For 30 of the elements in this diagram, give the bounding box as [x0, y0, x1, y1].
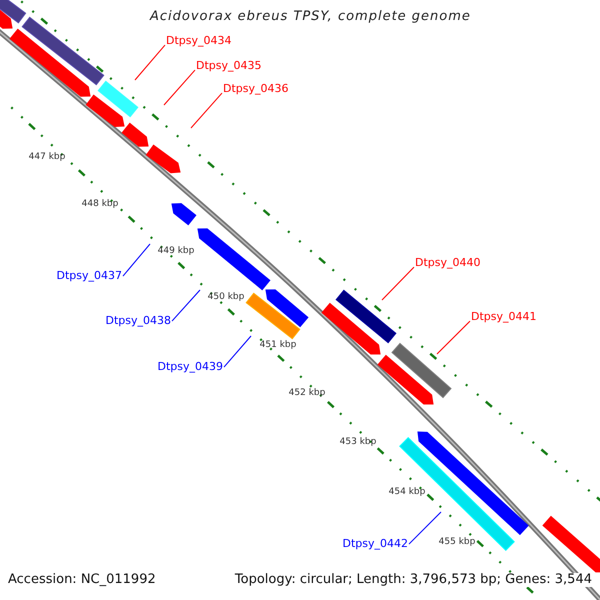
scale-label: 448 kbp — [80, 200, 120, 210]
scale-label: 450 kbp — [206, 293, 246, 303]
gene-label: Dtpsy_0440 — [415, 257, 481, 270]
title: Acidovorax ebreus TPSY, complete genome — [150, 10, 471, 24]
leader-line — [190, 92, 222, 128]
leader-line — [122, 244, 150, 277]
gene-label: Dtpsy_0437 — [56, 270, 122, 282]
leader-line — [164, 70, 196, 106]
gene-label: Dtpsy_0436 — [223, 83, 289, 96]
gene-label: Dtpsy_0438 — [105, 315, 171, 328]
scale-label: 449 kbp — [156, 247, 196, 257]
leader-line — [436, 320, 470, 354]
scale-label: 453 kbp — [338, 438, 378, 448]
gene-label: Dtpsy_0439 — [157, 361, 223, 374]
leader-line — [172, 290, 200, 322]
scale-label: 451 kbp — [258, 341, 298, 351]
gene-label: Dtpsy_0434 — [166, 35, 232, 48]
scale-label: 455 kbp — [438, 538, 476, 548]
gene-label: Dtpsy_0435 — [196, 60, 262, 72]
scale-label: 447 kbp — [28, 153, 66, 163]
footer-text: Accession: NC_011992 — [8, 573, 156, 588]
leader-line — [224, 336, 252, 368]
scale-label: 454 kbp — [388, 488, 426, 498]
leader-line — [134, 44, 166, 80]
leader-line — [382, 266, 414, 300]
scale-label: 452 kbp — [288, 389, 326, 399]
footer-text: Topology: circular; Length: 3,796,573 bp; Genes: 3,544 — [232, 573, 592, 588]
leader-line — [408, 512, 442, 545]
gene-label: Dtpsy_0442 — [342, 538, 408, 550]
gene-label: Dtpsy_0441 — [471, 311, 537, 324]
